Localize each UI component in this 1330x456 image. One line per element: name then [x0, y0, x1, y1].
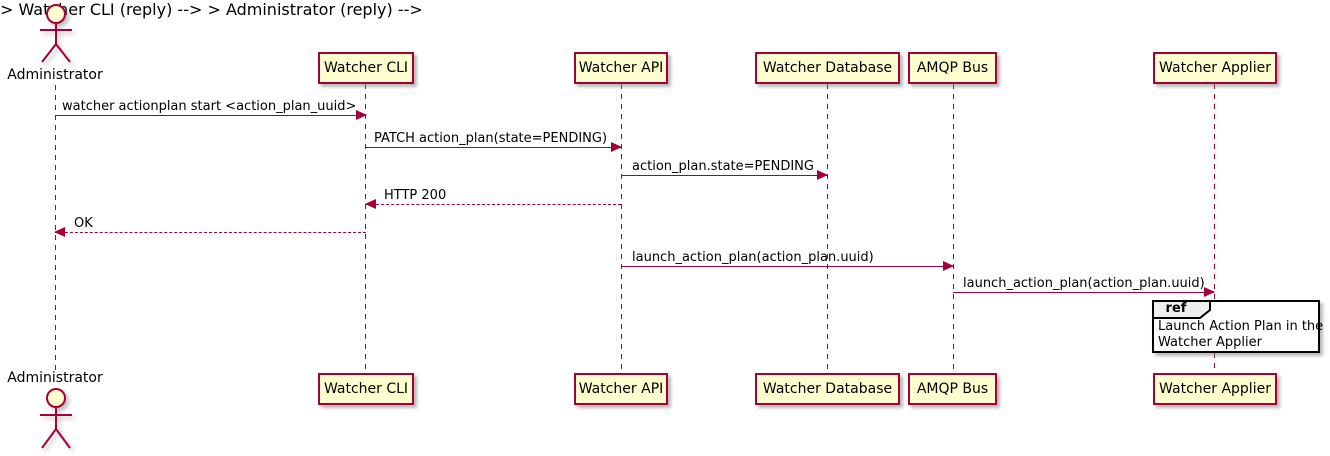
- participant-watcher-cli-top: Watcher CLI: [318, 52, 414, 84]
- participant-label: Watcher Applier: [1159, 381, 1271, 397]
- administrator-label-top: Administrator: [7, 67, 103, 83]
- message-line: [622, 261, 954, 271]
- participant-label: Watcher Database: [762, 60, 893, 76]
- arrowhead-icon: [611, 142, 622, 152]
- message-line: [55, 110, 367, 120]
- message-line: [365, 199, 621, 209]
- ref-text-line2: Watcher Applier: [1158, 335, 1262, 350]
- lifeline-watcher-database: [827, 84, 828, 373]
- lifeline-watcher-applier: [1214, 84, 1215, 300]
- ref-text-line1: Launch Action Plan in the: [1158, 319, 1324, 334]
- arrowhead-icon: [943, 261, 954, 271]
- participant-label: AMQP Bus: [916, 381, 989, 397]
- ref-tab-shape: [1152, 300, 1211, 319]
- message-label: action_plan.state=PENDING: [632, 159, 814, 174]
- actor-icon: [40, 388, 72, 449]
- lifeline-watcher-cli: [365, 84, 366, 373]
- message-5: OK: [54, 216, 366, 237]
- participant-watcher-api-bottom: Watcher API: [574, 373, 668, 405]
- participant-label: Watcher CLI: [323, 60, 409, 76]
- actor-icon: [40, 4, 72, 63]
- message-label: watcher actionplan start <action_plan_uu…: [62, 99, 357, 114]
- arrowhead-icon: [356, 110, 367, 120]
- message-label: launch_action_plan(action_plan.uuid): [963, 276, 1205, 291]
- participant-watcher-applier-bottom: Watcher Applier: [1153, 373, 1277, 405]
- participant-watcher-database-bottom: Watcher Database: [755, 373, 900, 405]
- participant-amqp-bus-top: AMQP Bus: [908, 52, 997, 84]
- message-3: action_plan.state=PENDING: [622, 159, 828, 180]
- message-label: OK: [74, 216, 93, 231]
- message-line: [953, 287, 1215, 297]
- message-line: [622, 170, 828, 180]
- message-6: launch_action_plan(action_plan.uuid): [622, 250, 954, 271]
- participant-label: Watcher API: [578, 60, 664, 76]
- participant-watcher-applier-top: Watcher Applier: [1153, 52, 1277, 84]
- message-label: launch_action_plan(action_plan.uuid): [632, 250, 874, 265]
- arrowhead-icon: [365, 199, 376, 209]
- message-label: PATCH action_plan(state=PENDING): [374, 131, 608, 146]
- arrowhead-icon: [54, 227, 65, 237]
- ref-keyword: ref: [1165, 301, 1187, 316]
- message-1: watcher actionplan start <action_plan_uu…: [55, 99, 367, 120]
- lifeline-amqp-bus: [953, 84, 954, 373]
- ref-text: Launch Action Plan in the Watcher Applie…: [1158, 319, 1323, 351]
- administrator-label-bottom: Administrator: [7, 370, 103, 386]
- participant-label: Watcher Applier: [1159, 60, 1271, 76]
- participant-amqp-bus-bottom: AMQP Bus: [908, 373, 997, 405]
- participant-label: Watcher CLI: [323, 381, 409, 397]
- message-line: [54, 227, 366, 237]
- administrator-actor-top: [37, 3, 75, 69]
- lifeline-watcher-api: [621, 84, 622, 373]
- message-line: [366, 142, 622, 152]
- ref-fragment: ref Launch Action Plan in the Watcher Ap…: [1152, 300, 1323, 353]
- ref-tab: ref: [1152, 300, 1212, 323]
- message-2: PATCH action_plan(state=PENDING): [366, 131, 622, 152]
- participant-watcher-cli-bottom: Watcher CLI: [318, 373, 414, 405]
- arrowhead-icon: [1204, 287, 1215, 297]
- message-4: HTTP 200: [365, 188, 621, 209]
- participant-label: Watcher Database: [762, 381, 893, 397]
- administrator-actor-bottom: [37, 387, 75, 455]
- arrowhead-icon: [817, 170, 828, 180]
- participant-watcher-database-top: Watcher Database: [755, 52, 900, 84]
- lifeline-watcher-applier-below-ref: [1214, 353, 1215, 373]
- participant-watcher-api-top: Watcher API: [574, 52, 668, 84]
- participant-label: Watcher API: [578, 381, 664, 397]
- message-7: launch_action_plan(action_plan.uuid): [953, 276, 1215, 297]
- message-label: HTTP 200: [384, 188, 447, 203]
- participant-label: AMQP Bus: [916, 60, 989, 76]
